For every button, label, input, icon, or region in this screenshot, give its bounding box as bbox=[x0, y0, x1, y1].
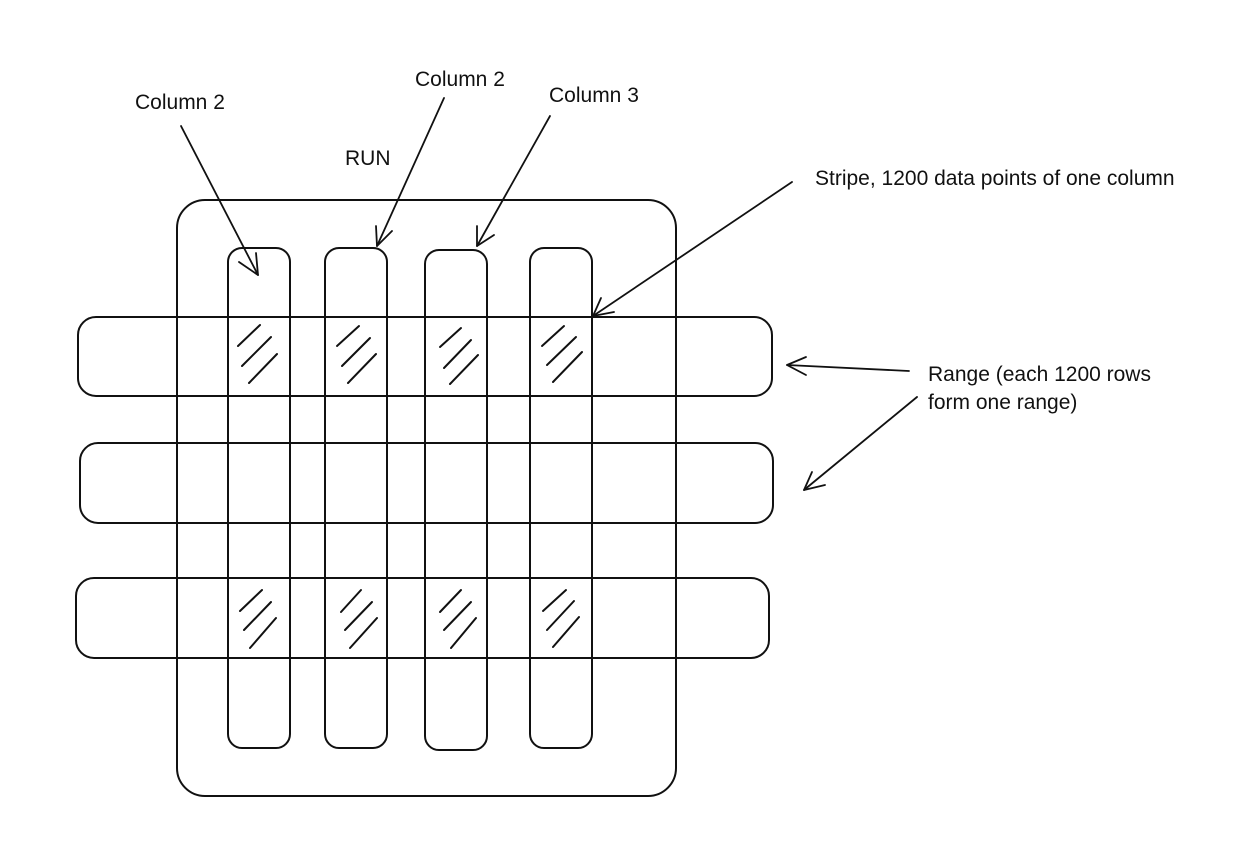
label-stripe: Stripe, 1200 data points of one column bbox=[815, 167, 1175, 190]
range-box-2 bbox=[79, 442, 774, 524]
arrow-column-left bbox=[180, 125, 259, 276]
arrow-column-mid bbox=[375, 97, 445, 247]
range-box-1 bbox=[77, 316, 773, 397]
column-box-1 bbox=[227, 247, 291, 749]
arrow-range-2 bbox=[803, 396, 918, 491]
stripe-hatch-r1-c4 bbox=[541, 325, 583, 383]
label-range-line1: Range (each 1200 rows bbox=[928, 363, 1151, 386]
arrow-stripe bbox=[592, 181, 793, 317]
arrow-column-right bbox=[476, 115, 551, 247]
stripe-hatch-r3-c4 bbox=[542, 589, 580, 648]
stripe-hatch-r3-c2 bbox=[340, 589, 378, 649]
stripe-hatch-r1-c2 bbox=[336, 325, 377, 384]
run-box bbox=[176, 199, 677, 797]
arrow-range-1 bbox=[786, 356, 910, 376]
label-column-right: Column 3 bbox=[549, 84, 639, 107]
label-run: RUN bbox=[345, 147, 391, 170]
column-box-4 bbox=[529, 247, 593, 749]
stripe-hatch-r3-c1 bbox=[239, 589, 277, 649]
label-range-line2: form one range) bbox=[928, 391, 1078, 414]
label-column-left: Column 2 bbox=[135, 91, 225, 114]
range-box-3 bbox=[75, 577, 770, 659]
stripe-hatch-r3-c3 bbox=[439, 589, 477, 649]
stripe-hatch-r1-c3 bbox=[439, 327, 479, 385]
stripe-hatch-r1-c1 bbox=[237, 324, 278, 384]
column-box-2 bbox=[324, 247, 388, 749]
column-box-3 bbox=[424, 249, 488, 751]
label-column-mid: Column 2 bbox=[415, 68, 505, 91]
